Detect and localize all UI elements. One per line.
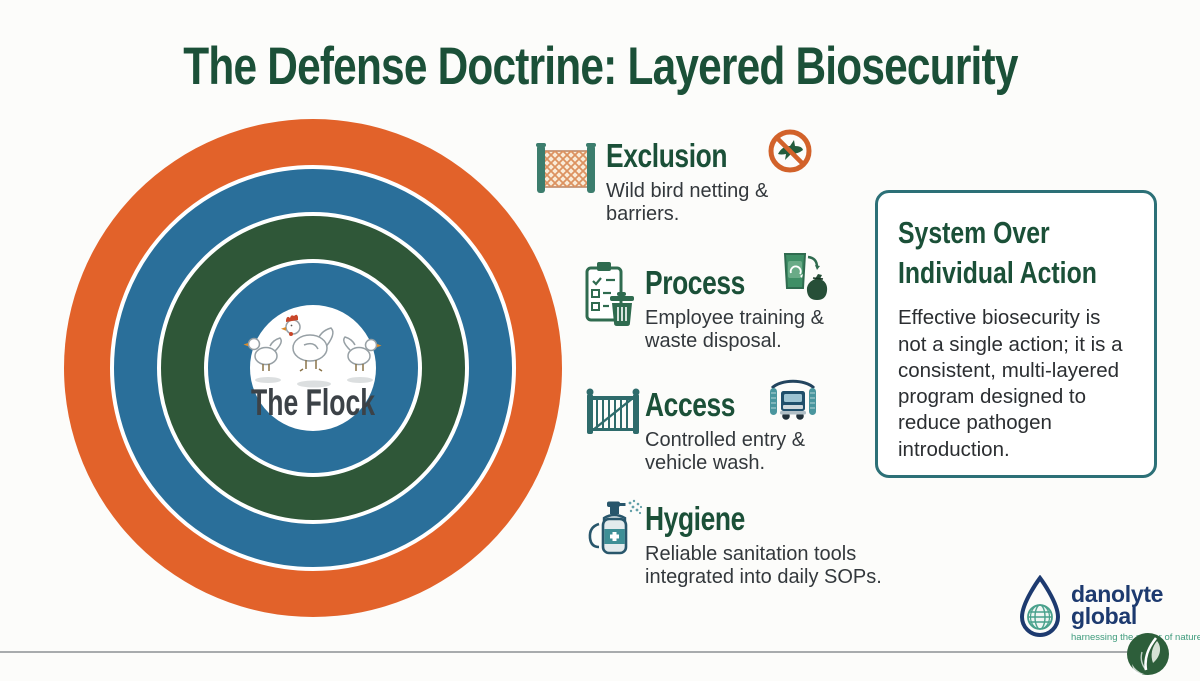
callout-system-over-individual: System Over Individual Action Effective … [875, 190, 1157, 478]
drop-globe-icon [1016, 574, 1064, 644]
chickens-icon [243, 314, 382, 388]
layer-desc-hygiene: Reliable sanitation tools integrated int… [645, 543, 882, 588]
page-title-text: The Defense Doctrine: Layered Biosecurit… [182, 37, 1018, 96]
layer-title-exclusion: Exclusion [606, 137, 728, 174]
layer-desc-exclusion: Wild bird netting & barriers. [606, 180, 769, 225]
layer-title-hygiene: Hygiene [645, 500, 745, 537]
callout-title: System Over Individual Action [898, 215, 1097, 290]
logo-name-line2: global [1071, 602, 1137, 629]
layer-desc-access: Controlled entry & vehicle wash. [645, 429, 806, 474]
layer-title-process: Process [645, 264, 745, 301]
sanitizer-spray-icon [583, 498, 645, 565]
flock-label: The Flock [251, 382, 375, 423]
logo-name-line1: danolyte [1071, 581, 1164, 607]
layer-content-exclusion: Exclusion Wild bird netting & barriers. [606, 129, 814, 226]
page-title: The Defense Doctrine: Layered Biosecurit… [0, 36, 1200, 97]
leaf-circle-graphic [1126, 632, 1170, 676]
gate-icon [585, 383, 641, 444]
vehicle-wash-icon [767, 375, 819, 428]
rings-svg: The Flock [64, 119, 562, 617]
layer-content-hygiene: Hygiene Reliable sanitation tools integr… [645, 498, 882, 589]
layer-desc-process: Employee training & waste disposal. [645, 307, 824, 352]
waste-bin-bag-icon [779, 250, 829, 307]
layer-title-access: Access [645, 386, 736, 423]
checklist-trash-icon [585, 260, 641, 331]
footer-divider-line [0, 651, 1133, 653]
layer-content-process: Process Employee training & waste dispos… [645, 252, 829, 353]
callout-body: Effective biosecurity is not a single ac… [898, 306, 1123, 461]
no-wild-birds-icon [766, 127, 814, 180]
danolyte-logo: danolyte global harnessing the power of … [1016, 574, 1200, 644]
fence-netting-icon [535, 139, 597, 204]
layered-rings-diagram: The Flock [63, 118, 563, 618]
layer-content-access: Access Controlled entry & [645, 379, 819, 475]
